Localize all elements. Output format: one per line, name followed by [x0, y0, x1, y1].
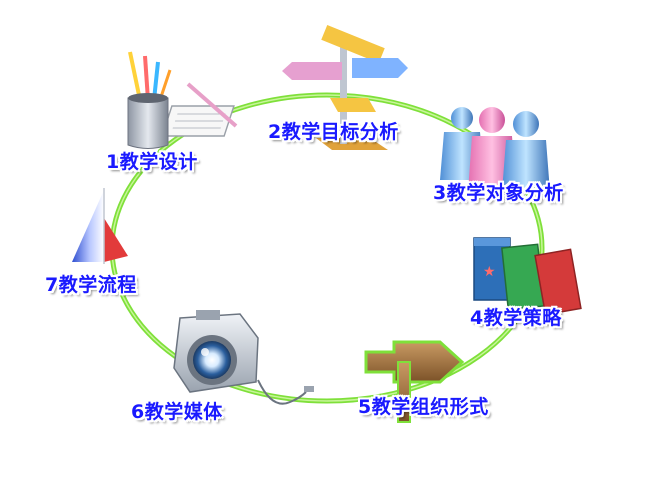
sail-icon: [72, 188, 128, 264]
step-label-7[interactable]: 7教学流程: [45, 274, 137, 296]
step-label-5[interactable]: 5教学组织形式: [358, 396, 489, 418]
step-label-6[interactable]: 6教学媒体: [131, 401, 223, 423]
step-label-4[interactable]: 4教学策略: [470, 307, 562, 329]
books-icon: ★: [473, 237, 582, 316]
pencil-cup-notebook-icon: [127, 51, 238, 149]
arrow-sign-icon: [364, 340, 465, 423]
camera-icon: [173, 310, 314, 405]
step-label-3[interactable]: 3教学对象分析: [433, 182, 564, 204]
people-icon: [440, 107, 550, 192]
step-label-2[interactable]: 2教学目标分析: [268, 121, 399, 143]
step-label-1[interactable]: 1教学设计: [106, 151, 198, 173]
svg-text:★: ★: [483, 264, 496, 280]
signpost-icon: [282, 24, 408, 150]
